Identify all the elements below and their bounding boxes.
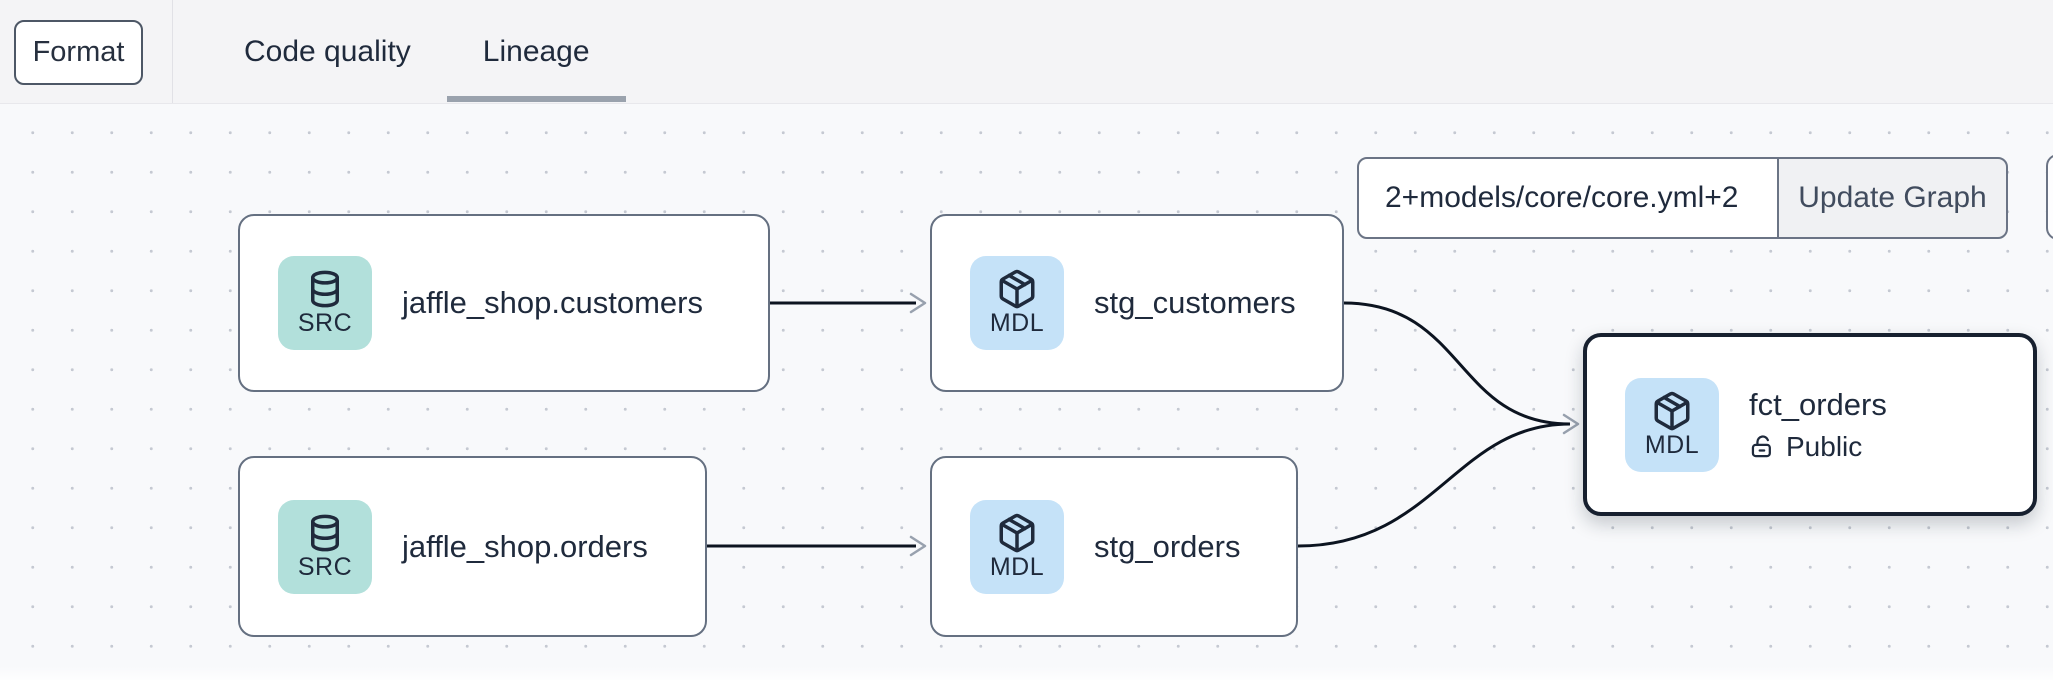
arrowhead-icon bbox=[909, 292, 927, 314]
node-model-fct-orders[interactable]: MDL fct_orders Public bbox=[1583, 333, 2037, 516]
unlock-icon bbox=[1751, 435, 1771, 458]
lineage-selector-input[interactable] bbox=[1357, 157, 1779, 239]
edge-stg-orders-to-fct-orders bbox=[1297, 422, 1571, 548]
node-source-jaffle-shop-customers[interactable]: SRC jaffle_shop.customers bbox=[238, 214, 770, 392]
node-label: stg_customers bbox=[1094, 285, 1296, 320]
database-icon bbox=[311, 270, 339, 308]
badge-label: MDL bbox=[1644, 430, 1700, 459]
partial-control-button[interactable] bbox=[2046, 154, 2053, 240]
bottom-fade bbox=[0, 666, 2053, 680]
cube-icon bbox=[999, 513, 1035, 552]
model-badge: MDL bbox=[970, 499, 1064, 594]
node-label: jaffle_shop.customers bbox=[402, 285, 703, 320]
source-badge: SRC bbox=[278, 499, 372, 594]
node-source-jaffle-shop-orders[interactable]: SRC jaffle_shop.orders bbox=[238, 456, 707, 637]
node-label: jaffle_shop.orders bbox=[402, 528, 648, 564]
graph-controls: Update Graph bbox=[1357, 157, 2008, 239]
database-icon bbox=[311, 514, 339, 551]
badge-label: SRC bbox=[297, 309, 353, 337]
arrowhead-icon bbox=[909, 535, 927, 557]
top-toolbar: Format Code quality Lineage bbox=[0, 0, 2053, 104]
cube-icon bbox=[1654, 391, 1690, 430]
model-badge: MDL bbox=[970, 256, 1064, 350]
lineage-canvas[interactable]: SRC jaffle_shop.customers MDL stg_custom… bbox=[0, 104, 2053, 680]
node-model-stg-customers[interactable]: MDL stg_customers bbox=[930, 214, 1344, 392]
node-label: stg_orders bbox=[1094, 528, 1241, 564]
access-label: Public bbox=[1786, 430, 1863, 462]
node-model-stg-orders[interactable]: MDL stg_orders bbox=[930, 456, 1298, 637]
cube-icon bbox=[999, 269, 1035, 309]
badge-label: MDL bbox=[989, 552, 1045, 581]
toolbar-divider bbox=[172, 0, 173, 103]
format-button[interactable]: Format bbox=[14, 20, 143, 85]
source-badge: SRC bbox=[278, 256, 372, 350]
node-label: fct_orders bbox=[1749, 386, 1887, 422]
tab-lineage[interactable]: Lineage bbox=[446, 0, 626, 104]
arrowhead-icon bbox=[1562, 413, 1580, 435]
update-graph-button[interactable]: Update Graph bbox=[1777, 157, 2008, 239]
access-row: Public bbox=[1749, 431, 1887, 463]
badge-label: SRC bbox=[297, 552, 353, 581]
badge-label: MDL bbox=[989, 309, 1045, 337]
tab-code-quality[interactable]: Code quality bbox=[244, 35, 411, 68]
tab-bar: Code quality Lineage bbox=[208, 0, 626, 104]
model-badge: MDL bbox=[1625, 377, 1719, 472]
edge-stg-customers-to-fct-orders bbox=[1343, 301, 1571, 426]
